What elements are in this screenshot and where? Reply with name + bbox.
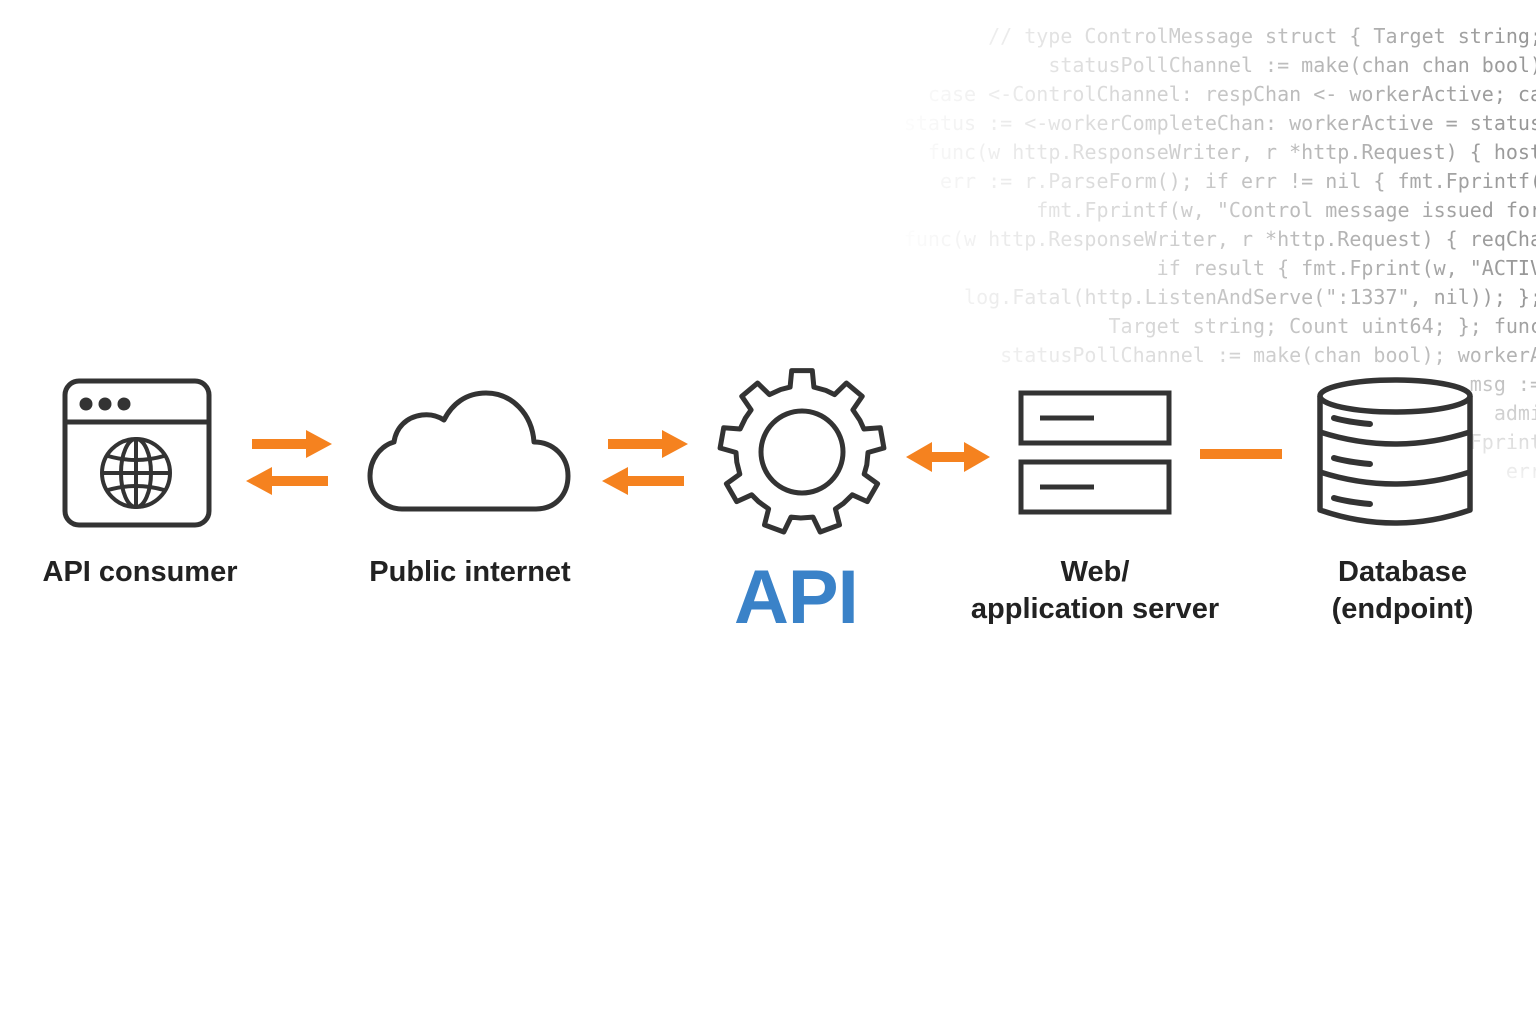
label-text: Public internet	[369, 556, 571, 588]
arrow-left-head	[906, 442, 932, 472]
label-text-line-2: (endpoint)	[1331, 593, 1474, 625]
code-line: case status := <-workerCompleteChan: wor…	[747, 111, 1536, 135]
label-text-line-1: Web/	[1060, 556, 1130, 588]
code-line: err := r.ParseForm(); if err != nil { fm…	[819, 169, 1536, 193]
arrow-left-head	[246, 467, 272, 495]
code-line: if result { fmt.Fprint(w, "ACTIV	[1036, 256, 1536, 280]
arrow-right-shaft	[252, 439, 312, 449]
gear-icon	[716, 366, 888, 538]
arrow-left-shaft	[622, 476, 684, 486]
arrow-right-head	[662, 430, 688, 458]
bidirectional-arrows-consumer-internet	[244, 430, 336, 501]
arrow-right-shaft	[608, 439, 668, 449]
code-line: // type ControlMessage struct { Target s…	[939, 24, 1536, 48]
arrow-right-head	[306, 430, 332, 458]
node-label-database: Database (endpoint)	[1290, 554, 1515, 628]
code-line: statusPollChannel := make(chan chan bool…	[951, 53, 1536, 77]
server-icon	[1018, 390, 1174, 518]
node-label-public-internet: Public internet	[355, 554, 585, 591]
label-text-line-2: application server	[970, 593, 1220, 625]
code-line: func(w http.ResponseWriter, r *http.Requ…	[867, 140, 1536, 164]
cloud-icon	[366, 388, 572, 514]
bidirectional-arrows-internet-api	[600, 430, 692, 501]
browser-globe-icon	[62, 378, 212, 528]
api-label: API	[734, 555, 859, 640]
arrow-left-head	[602, 467, 628, 495]
code-line: statusPollChannel := make(chan bool); wo…	[903, 343, 1536, 367]
code-line: log.Fatal(http.ListenAndServe(":1337", n…	[867, 285, 1536, 309]
code-line: fmt.Fprintf(w, "Control message issued f…	[879, 198, 1536, 222]
database-icon	[1316, 374, 1474, 530]
code-line: func(w http.ResponseWriter, r *http.Requ…	[807, 227, 1536, 251]
node-label-web-app-server: Web/ application server	[955, 554, 1235, 628]
code-line: Target string; Count uint64; }; func	[988, 314, 1536, 338]
connector-line-server-database	[1200, 449, 1282, 459]
arrow-left-shaft	[266, 476, 328, 486]
double-headed-arrow-api-server	[906, 440, 992, 479]
label-text: API consumer	[42, 556, 238, 588]
node-label-api-consumer: API consumer	[30, 554, 250, 591]
arrow-right-head	[964, 442, 990, 472]
label-text-line-1: Database	[1338, 556, 1467, 588]
code-line: case <-ControlChannel: respChan <- worke…	[855, 82, 1536, 106]
